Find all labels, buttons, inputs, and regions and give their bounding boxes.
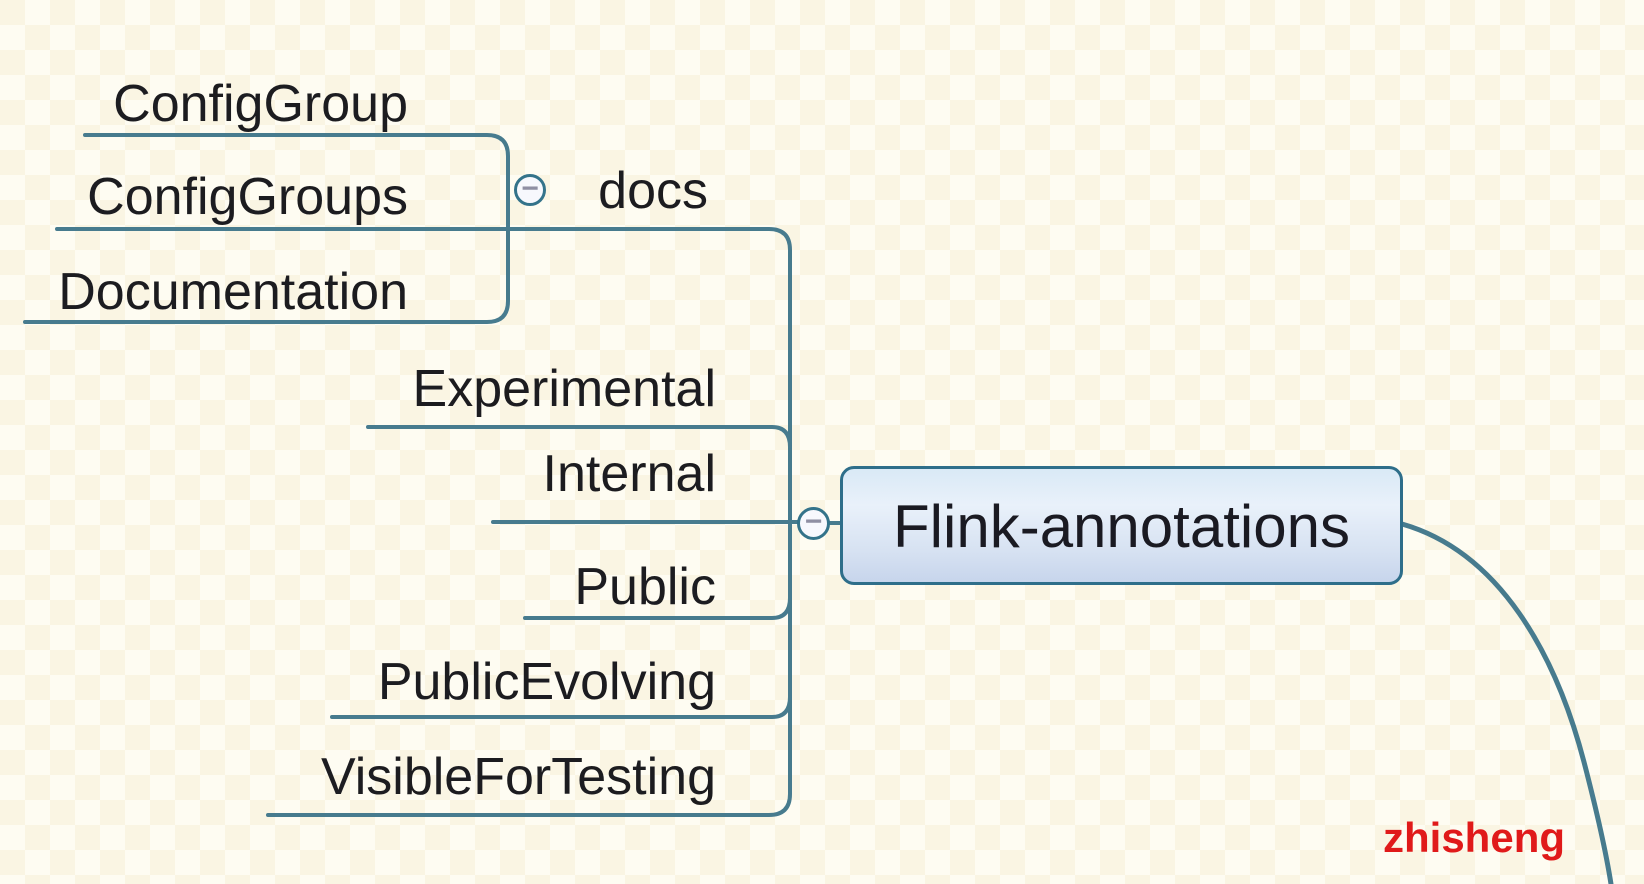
connector-experimental — [366, 425, 792, 449]
root-topic-flink-annotations[interactable]: Flink-annotations — [840, 466, 1403, 585]
connector-root-branch-curve — [1399, 521, 1614, 884]
root-topic-label: Flink-annotations — [893, 493, 1350, 560]
topic-internal[interactable]: Internal — [542, 445, 716, 503]
minus-icon: − — [521, 171, 539, 205]
collapse-button-root[interactable]: − — [797, 507, 830, 540]
topic-publicevolving[interactable]: PublicEvolving — [377, 653, 716, 711]
topic-docs[interactable]: docs — [598, 162, 708, 220]
topic-configgroups[interactable]: ConfigGroups — [87, 168, 408, 226]
topic-configgroup[interactable]: ConfigGroup — [113, 75, 408, 133]
topic-visiblefortesting[interactable]: VisibleForTesting — [320, 748, 716, 806]
topic-public[interactable]: Public — [574, 558, 716, 616]
connector-public — [523, 596, 792, 620]
topic-documentation[interactable]: Documentation — [58, 263, 408, 321]
collapse-button-docs[interactable]: − — [514, 171, 546, 206]
topic-experimental[interactable]: Experimental — [412, 360, 716, 418]
connector-publicevolving — [330, 695, 792, 719]
watermark-text: zhisheng — [1383, 814, 1566, 861]
minus-icon: − — [804, 505, 823, 538]
